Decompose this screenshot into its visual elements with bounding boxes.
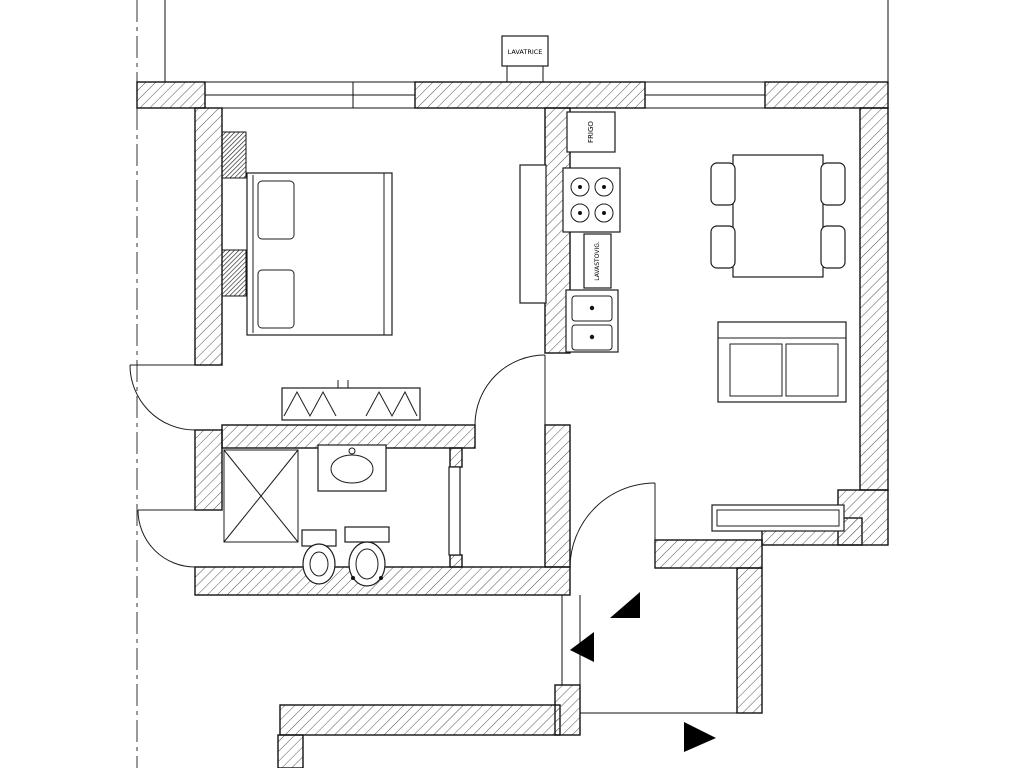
radiator-fins-right <box>365 390 418 418</box>
chair <box>820 162 846 206</box>
bathroom <box>223 444 390 587</box>
wall-stair-left-return <box>277 734 304 768</box>
dishwasher-box <box>583 233 612 289</box>
shower-tray <box>223 449 299 543</box>
chair <box>820 225 846 269</box>
door-balcony-lower <box>137 509 196 568</box>
living-room <box>710 154 847 532</box>
burner <box>594 203 614 223</box>
wall-top-left <box>136 81 206 109</box>
fridge-box <box>566 111 616 153</box>
shower-diagonal <box>223 449 299 543</box>
stove-box <box>562 167 621 233</box>
doors <box>129 354 656 569</box>
washbasin-counter <box>317 444 387 492</box>
doormat <box>711 504 845 532</box>
radiator-body <box>281 387 421 421</box>
stairwell <box>561 592 737 752</box>
chair <box>710 225 736 269</box>
wall-right <box>859 107 889 491</box>
toilet-tank <box>344 526 390 543</box>
door-swing-arc <box>137 509 196 568</box>
entry-direction-arrow <box>610 592 640 618</box>
wall-left-middle <box>194 429 223 511</box>
wall-stair-vertical <box>736 567 763 714</box>
wardrobe <box>519 164 547 304</box>
door-bedroom <box>474 354 546 426</box>
washing-machine-callout: LAVATRICE <box>501 35 549 82</box>
washing-machine-label: LAVATRICE <box>508 48 543 56</box>
wall-top-middle <box>414 81 646 109</box>
wall-left-upper <box>194 107 223 366</box>
toilet-bolt <box>351 576 355 580</box>
dining-table <box>732 154 824 278</box>
toilet-bolt <box>379 576 383 580</box>
fridge-label: FRIGO <box>587 121 595 143</box>
door-bathroom-leaf <box>448 466 461 556</box>
bidet-bowl <box>302 543 336 585</box>
door-swing-arc <box>569 482 656 569</box>
dishwasher: LAVASTOVIG. <box>583 233 612 289</box>
window-bedroom <box>204 81 416 109</box>
burner <box>594 177 614 197</box>
wall-kitchen-lower <box>544 424 571 568</box>
washbasin-tap <box>348 447 356 455</box>
burner-center <box>602 211 606 215</box>
washing-machine-box <box>501 35 549 67</box>
sink-basin <box>571 324 613 351</box>
fridge: FRIGO <box>566 111 616 153</box>
wall-bathroom-jamb-top <box>449 447 463 468</box>
burner <box>570 203 590 223</box>
entry-direction-arrow <box>570 632 594 662</box>
bidet-bowl-inner <box>309 551 329 577</box>
wall-bottom-left <box>194 566 571 596</box>
wall-right-corner-block <box>837 489 889 546</box>
pillow <box>257 269 295 329</box>
kitchen-sink <box>565 289 619 353</box>
reference-lines <box>136 0 889 768</box>
radiator-fins-left <box>283 390 337 418</box>
door-swing-arc <box>129 364 196 431</box>
sink-drain <box>589 305 595 311</box>
sink-basin <box>571 295 613 322</box>
toilet <box>344 526 390 587</box>
bathroom-sink <box>317 444 387 492</box>
burner-center <box>602 185 606 189</box>
wall-entry-horizontal <box>654 539 763 569</box>
sofa-cushion <box>785 343 839 397</box>
nightstand-block-bottom <box>221 249 247 297</box>
sofa <box>717 321 847 403</box>
window-living <box>644 81 766 109</box>
burner-center <box>578 211 582 215</box>
entry-direction-arrow <box>684 722 716 752</box>
wall-bathroom-jamb-bottom <box>449 554 463 568</box>
bedroom <box>221 131 547 421</box>
burner-center <box>578 185 582 189</box>
wall-stair-stub <box>554 684 581 736</box>
door-entrance <box>569 482 656 569</box>
windows <box>204 81 766 109</box>
burner <box>570 177 590 197</box>
toilet-bowl-inner <box>355 548 379 580</box>
dishwasher-label: LAVASTOVIG. <box>594 241 601 281</box>
shower <box>223 449 299 543</box>
bidet <box>301 529 337 585</box>
chair <box>710 162 736 206</box>
sink-drain <box>589 334 595 340</box>
toilet-bowl <box>348 541 386 587</box>
doormat-inner <box>716 509 840 527</box>
nightstand-block-top <box>221 131 247 179</box>
pillow <box>257 180 295 240</box>
doormat-outer <box>711 504 845 532</box>
radiator <box>281 380 421 421</box>
door-swing-arc <box>474 354 546 426</box>
door-balcony-upper <box>129 364 196 431</box>
wall-stair-bottom <box>279 704 561 736</box>
bed <box>246 172 393 336</box>
sofa-cushion <box>729 343 783 397</box>
kitchen: FRIGO LAVASTOVIG. <box>562 111 621 353</box>
washbasin-bowl <box>330 454 374 484</box>
wall-top-right <box>764 81 889 109</box>
stove <box>562 167 621 233</box>
